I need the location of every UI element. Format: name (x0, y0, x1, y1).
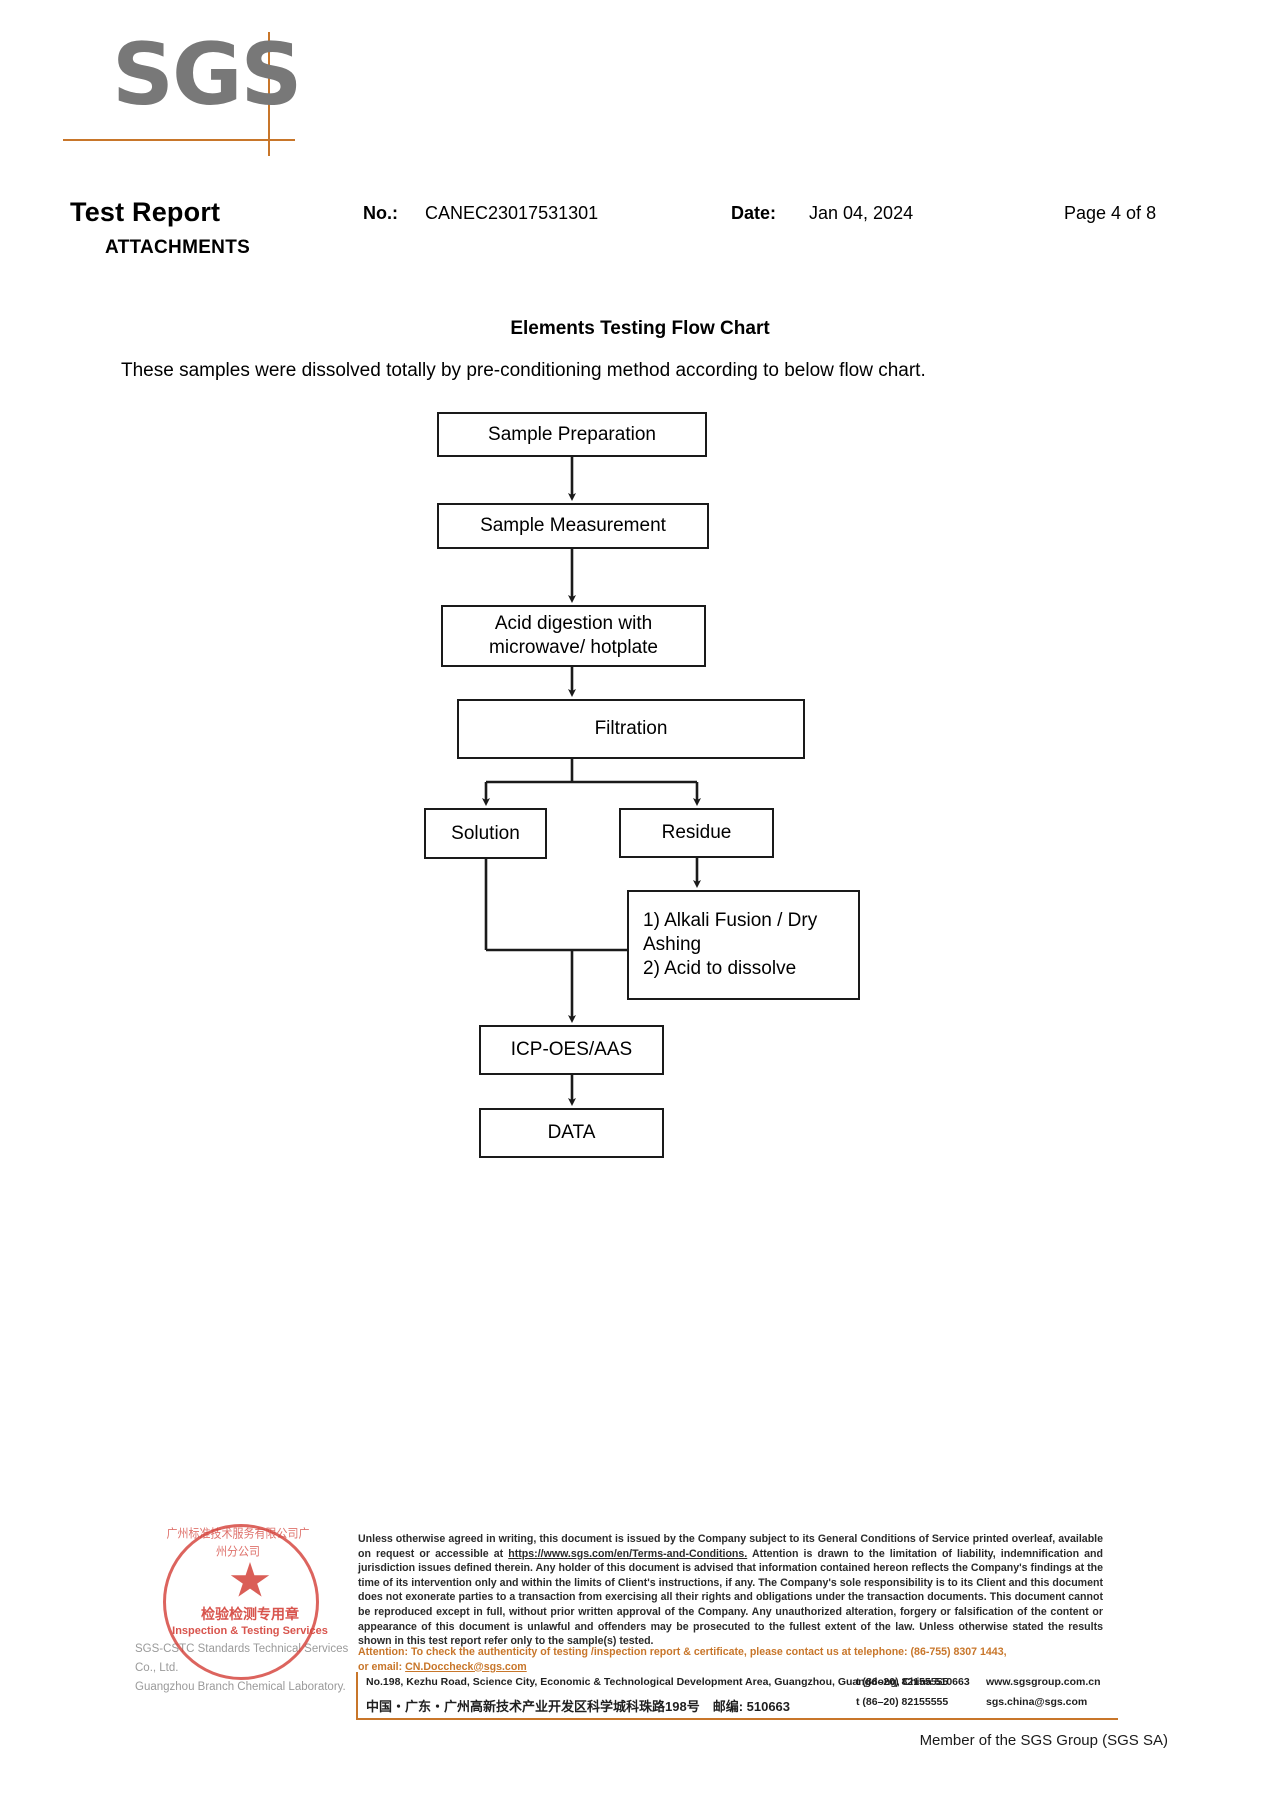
report-no-label: No.: (363, 203, 398, 223)
flow-node-acid-digestion: Acid digestion with microwave/ hotplate (441, 605, 706, 667)
address-row-chinese: 中国・广东・广州高新技术产业开发区科学城科珠路198号 邮编: 510663 t… (366, 1696, 1116, 1715)
stamp-circle-border (163, 1524, 319, 1680)
address-row-english: No.198, Kezhu Road, Science City, Econom… (366, 1676, 1116, 1688)
attention-email-prefix: or email: (358, 1660, 406, 1673)
terms-and-conditions-link[interactable]: https://www.sgs.com/en/Terms-and-Conditi… (508, 1547, 748, 1560)
flow-node-label: Sample Preparation (488, 423, 656, 445)
report-date-value: Jan 04, 2024 (809, 203, 914, 223)
lab-name-line2: Guangzhou Branch Chemical Laboratory. (135, 1680, 346, 1693)
flow-node-label: Residue (661, 822, 732, 844)
flow-node-label: 1) Alkali Fusion / Dry Ashing 2) Acid to… (643, 910, 818, 979)
flow-node-label: Acid digestion with microwave/ hotplate (489, 613, 658, 658)
logo-vertical-rule (268, 32, 270, 156)
flow-node-residue: Residue (619, 808, 774, 858)
contact-email: sgs.china@sgs.com (986, 1696, 1088, 1708)
flow-node-filtration: Filtration (457, 699, 805, 759)
stamp-english-title: Inspection & Testing Services (172, 1625, 328, 1637)
sgs-wordmark: SGS (112, 25, 302, 125)
flow-node-icp-oes-aas: ICP-OES/AAS (479, 1025, 664, 1075)
address-english: No.198, Kezhu Road, Science City, Econom… (366, 1676, 970, 1688)
member-of-sgs-group: Member of the SGS Group (SGS SA) (919, 1732, 1168, 1749)
website-url: www.sgsgroup.com.cn (986, 1676, 1101, 1688)
report-no-value: CANEC23017531301 (425, 203, 599, 223)
page-indicator: Page 4 of 8 (1064, 203, 1157, 223)
stamp-chinese-title: 检验检测专用章 (201, 1606, 299, 1622)
disclaimer-part2: Attention is drawn to the limitation of … (358, 1547, 1104, 1648)
flow-node-alkali-fusion: 1) Alkali Fusion / Dry Ashing 2) Acid to… (627, 890, 860, 1000)
sgs-logo: SGS (63, 25, 332, 156)
address-chinese: 中国・广东・广州高新技术产业开发区科学城科珠路198号 邮编: 510663 (366, 1699, 791, 1714)
flow-chart-heading: Elements Testing Flow Chart (510, 318, 770, 339)
attention-text: Attention: To check the authenticity of … (358, 1646, 1007, 1658)
flow-node-label: Solution (451, 822, 520, 844)
flow-node-label: Sample Measurement (480, 515, 666, 537)
doccheck-email-link[interactable]: CN.Doccheck@sgs.com (405, 1660, 527, 1673)
attention-notice: Attention: To check the authenticity of … (358, 1645, 1108, 1674)
disclaimer-part1: Unless otherwise agreed in writing, this… (358, 1533, 1103, 1560)
report-date-label: Date: (731, 203, 777, 223)
telephone-chinese: t (86–20) 82155555 (856, 1696, 949, 1708)
address-vertical-divider (356, 1672, 358, 1718)
flow-node-label: DATA (547, 1122, 596, 1144)
stamp-arc-text: 广州标准技术服务有限公司广州分公司 (166, 1527, 310, 1559)
flow-node-label: Filtration (594, 718, 668, 740)
flow-node-label: ICP-OES/AAS (510, 1039, 633, 1061)
logo-horizontal-rule (63, 139, 295, 141)
flow-node-sample-preparation: Sample Preparation (437, 412, 707, 457)
legal-disclaimer: Unless otherwise agreed in writing, this… (358, 1532, 1103, 1649)
telephone-english: t (86–20) 82155555 (856, 1676, 949, 1688)
intro-paragraph: These samples were dissolved totally by … (121, 360, 926, 381)
inspection-stamp: SGS-CSTC Standards Technical Services Co… (135, 1522, 365, 1707)
flow-node-sample-measurement: Sample Measurement (437, 503, 709, 549)
page-subtitle: ATTACHMENTS (105, 237, 251, 258)
page-title: Test Report (70, 197, 221, 227)
flow-node-solution: Solution (424, 808, 547, 859)
flow-node-data: DATA (479, 1108, 664, 1158)
footer-horizontal-rule (356, 1718, 1118, 1720)
